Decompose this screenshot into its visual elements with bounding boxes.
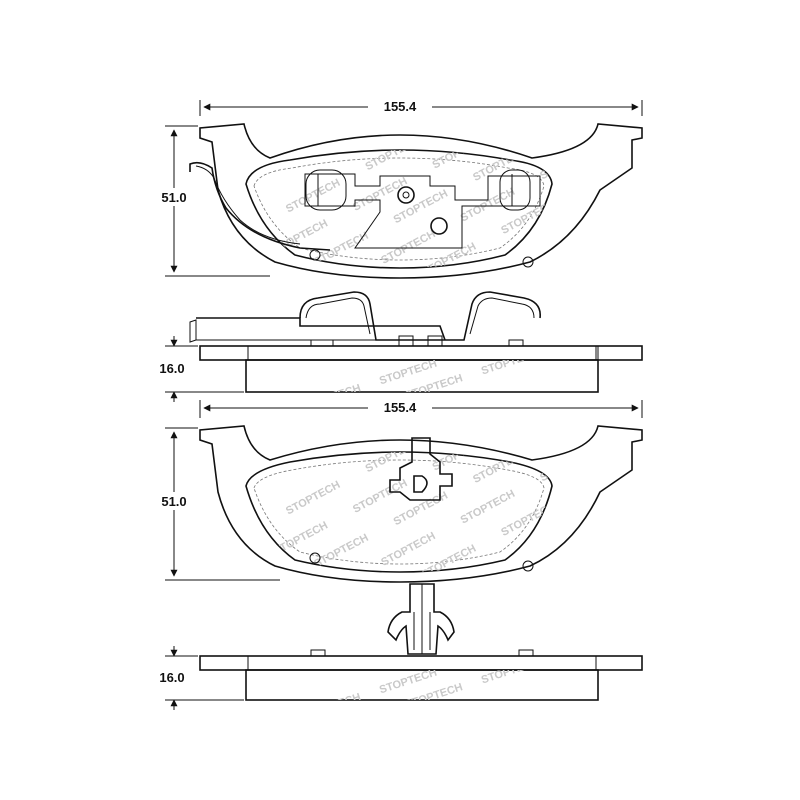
svg-text:STOPTECH: STOPTECH: [261, 627, 319, 666]
svg-text:STOPTECH: STOPTECH: [192, 562, 250, 601]
top-thickness-dimension: 16.0: [159, 361, 184, 376]
svg-text:STOPTECH: STOPTECH: [454, 333, 515, 363]
bottom-right-hole: [522, 560, 534, 572]
svg-text:STOPTECH: STOPTECH: [379, 530, 437, 569]
top-pad-front-view: 155.4 51.0 STOPTECH STOPTECH STOPTECH ST…: [150, 50, 643, 311]
bottom-friction-pad: [245, 451, 553, 573]
svg-text:STOPTECH: STOPTECH: [522, 352, 580, 391]
svg-text:STOPTECH: STOPTECH: [226, 716, 287, 746]
top-friction-material-side: [245, 359, 599, 393]
svg-text:STOPTECH: STOPTECH: [351, 477, 409, 516]
bottom-clip-d-mark: [413, 475, 428, 493]
top-spring-clip: [299, 291, 541, 341]
bottom-friction-material-side: [245, 669, 599, 701]
top-left-guide-slot: [305, 169, 347, 211]
top-width-dimension: 155.4: [384, 99, 417, 114]
svg-text:STOPTECH: STOPTECH: [340, 585, 398, 624]
svg-text:STOPTECH: STOPTECH: [363, 135, 421, 174]
svg-text:STOPTECH: STOPTECH: [284, 479, 342, 518]
svg-text:STOPTECH: STOPTECH: [471, 447, 529, 486]
bottom-backing-plate: [199, 425, 643, 583]
bottom-center-clip: [389, 437, 453, 501]
svg-text:STOPTECH: STOPTECH: [551, 405, 609, 444]
svg-text:STOPTECH: STOPTECH: [459, 488, 517, 527]
top-left-hole: [309, 249, 321, 261]
svg-text:STOPTECH: STOPTECH: [233, 272, 291, 311]
svg-text:STOPTECH: STOPTECH: [510, 91, 568, 130]
svg-text:STOPTECH: STOPTECH: [392, 490, 450, 529]
bottom-pad-front-view: 155.4 51.0 STOPTECH STOPTECH STOPTECH ST…: [150, 352, 643, 666]
bottom-thickness-dimension: 16.0: [159, 670, 184, 685]
svg-text:STOPTECH: STOPTECH: [220, 615, 278, 654]
svg-text:STOPTECH: STOPTECH: [530, 617, 591, 647]
top-center-rivet: [397, 186, 415, 204]
top-shim-plate: [304, 173, 541, 249]
top-friction-pad: [245, 149, 553, 269]
svg-text:STOPTECH: STOPTECH: [312, 532, 370, 571]
top-backing-plate: [199, 123, 643, 279]
svg-text:STOPTECH: STOPTECH: [443, 92, 501, 131]
svg-text:STOPTECH: STOPTECH: [272, 519, 330, 558]
bottom-left-hole: [309, 552, 321, 564]
svg-text:STOPTECH: STOPTECH: [392, 188, 450, 227]
svg-text:STOPTECH: STOPTECH: [522, 50, 580, 89]
svg-text:STOPTECH: STOPTECH: [551, 103, 609, 142]
svg-text:STOPTECH: STOPTECH: [606, 592, 667, 622]
bottom-backing-plate-side: [199, 655, 643, 671]
bottom-width-dimension: 155.4: [384, 400, 417, 415]
svg-text:STOPTECH: STOPTECH: [328, 706, 389, 736]
svg-text:STOPTECH: STOPTECH: [226, 407, 287, 437]
top-backing-plate-side: [199, 345, 643, 361]
svg-text:STOPTECH: STOPTECH: [379, 228, 437, 267]
svg-text:STOPTECH: STOPTECH: [510, 393, 568, 432]
svg-text:STOPTECH: STOPTECH: [302, 691, 363, 721]
bottom-height-dimension: 51.0: [161, 494, 186, 509]
top-wear-sensor-wire: [189, 161, 331, 251]
top-height-dimension: 51.0: [161, 190, 186, 205]
top-right-hole: [522, 256, 534, 268]
svg-text:STOPTECH: STOPTECH: [443, 394, 501, 433]
svg-text:STOPTECH: STOPTECH: [252, 422, 313, 452]
svg-text:STOPTECH: STOPTECH: [192, 260, 250, 299]
svg-text:STOPTECH: STOPTECH: [205, 521, 263, 560]
svg-text:STOPTECH: STOPTECH: [606, 283, 667, 313]
svg-text:STOPTECH: STOPTECH: [556, 632, 617, 662]
svg-text:STOPTECH: STOPTECH: [530, 308, 591, 338]
bottom-pad-side-view: STOPTECH STOPTECH STOPTECH STOPTECH STOP…: [159, 583, 667, 761]
bottom-spring-clip: [387, 583, 455, 655]
svg-text:STOPTECH: STOPTECH: [252, 731, 313, 761]
svg-text:STOPTECH: STOPTECH: [272, 217, 330, 256]
top-right-guide-slot: [499, 169, 531, 211]
svg-text:STOPTECH: STOPTECH: [420, 543, 478, 582]
svg-text:STOPTECH: STOPTECH: [499, 500, 557, 539]
svg-text:STOPTECH: STOPTECH: [480, 348, 541, 378]
svg-text:STOPTECH: STOPTECH: [556, 323, 617, 353]
svg-text:STOPTECH: STOPTECH: [480, 657, 541, 687]
svg-text:STOPTECH: STOPTECH: [363, 437, 421, 476]
top-lower-rivet: [430, 217, 448, 235]
